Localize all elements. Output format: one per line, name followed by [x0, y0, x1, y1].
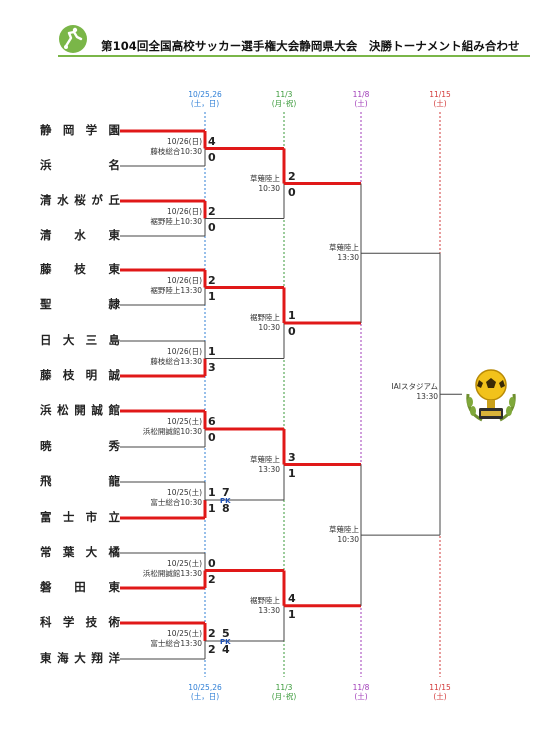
match-date: 10/25(土)	[167, 629, 202, 638]
match-time: 10:30	[258, 323, 280, 332]
team-name: 暁秀	[40, 439, 120, 453]
match-venue: 草薙陸上	[329, 525, 359, 535]
score-top: 2	[208, 627, 216, 640]
score-top: 6	[208, 415, 216, 428]
team-name: 富士市立	[40, 510, 120, 524]
score-bottom: 1	[288, 607, 296, 621]
match-time: 10:30	[337, 535, 359, 545]
match-venue: 草薙陸上	[250, 173, 280, 183]
match-time: 13:30	[258, 605, 280, 615]
score-bottom: 0	[208, 431, 216, 444]
header: 第104回全国高校サッカー選手権大会静岡県大会 決勝トーナメント組み合わせ	[0, 0, 550, 62]
score-bottom: 1	[288, 466, 296, 480]
team-name: 藤枝東	[40, 262, 120, 276]
round-date-sub: (月･祝)	[271, 692, 297, 701]
team-name: 日大三島	[40, 333, 120, 347]
round-date-sub: (土)	[354, 692, 368, 701]
score-bottom: 2	[208, 643, 216, 656]
score-top: 1	[208, 344, 216, 358]
match-time: 13:30	[337, 253, 359, 263]
round-date-sub: (月･祝)	[271, 99, 297, 108]
soccer-player-icon	[59, 25, 87, 53]
score-top: 2	[208, 273, 216, 287]
score-bottom: 3	[208, 360, 216, 374]
round-date-sub: (土)	[354, 99, 368, 108]
round-date: 10/25,26	[188, 683, 222, 692]
team-name: 飛龍	[40, 474, 120, 488]
match-date: 10/26(日)	[167, 206, 202, 216]
page-title: 第104回全国高校サッカー選手権大会静岡県大会 決勝トーナメント組み合わせ	[101, 39, 520, 53]
score-bottom: 1	[208, 289, 216, 303]
pk-label: PK	[220, 497, 231, 505]
team-name: 常葉大橘	[40, 545, 120, 559]
round-date: 11/15	[429, 683, 451, 692]
round-date: 11/3	[275, 90, 293, 99]
score-bottom: 0	[288, 185, 296, 199]
team-name: 科学技術	[40, 615, 120, 629]
round-date-sub: (土)	[433, 99, 447, 108]
final-venue: IAIスタジアム	[391, 382, 438, 392]
match-date: 10/26(日)	[167, 275, 202, 285]
trophy-icon	[466, 369, 516, 422]
pk-score-bottom: 8	[222, 502, 230, 515]
round-date: 11/8	[352, 90, 370, 99]
round-date-sub: (土，日)	[190, 99, 220, 108]
round-date-sub: (土)	[433, 692, 447, 701]
match-venue: 富士総合13:30	[150, 639, 202, 648]
title-underline	[58, 55, 530, 57]
match-date: 10/25(土)	[167, 488, 202, 497]
score-top: 1	[288, 309, 296, 322]
score-bottom: 0	[208, 150, 216, 164]
score-bottom: 0	[208, 220, 216, 234]
team-name: 磐田東	[40, 580, 120, 594]
score-top: 3	[288, 450, 296, 464]
round-date: 11/8	[352, 683, 370, 692]
score-bottom: 0	[288, 325, 296, 338]
match-venue: 浜松開誠館10:30	[142, 427, 202, 436]
round-date-sub: (土，日)	[190, 692, 220, 701]
pk-score-top: 5	[222, 627, 230, 640]
match-time: 13:30	[258, 464, 280, 474]
match-venue: 富士総合10:30	[150, 498, 202, 507]
team-name: 浜松開誠館	[40, 403, 120, 417]
round-date: 11/15	[429, 90, 451, 99]
match-date: 10/25(土)	[167, 558, 202, 568]
match-venue: 浜松開誠館13:30	[142, 568, 202, 578]
team-name: 藤枝明誠	[40, 368, 120, 382]
match-venue: 裾野陸上	[250, 313, 280, 322]
team-name: 清水桜が丘	[40, 193, 120, 207]
match-venue: 裾野陸上13:30	[150, 285, 202, 295]
score-top: 0	[208, 556, 216, 570]
team-name: 静岡学園	[40, 123, 120, 137]
team-name: 東海大翔洋	[40, 651, 120, 665]
pk-score-bottom: 4	[222, 643, 230, 656]
match-date: 10/26(日)	[167, 136, 202, 146]
team-name: 清水東	[40, 228, 120, 242]
score-top: 4	[288, 591, 296, 605]
match-date: 10/25(土)	[167, 417, 202, 426]
match-venue: 藤枝総合13:30	[150, 356, 202, 366]
match-venue: 草薙陸上	[329, 243, 359, 253]
score-bottom: 1	[208, 502, 216, 515]
score-bottom: 2	[208, 572, 216, 586]
score-top: 4	[208, 134, 216, 148]
match-venue: 草薙陸上	[250, 454, 280, 464]
match-date: 10/26(日)	[167, 346, 202, 356]
pk-score-top: 7	[222, 486, 230, 499]
team-name: 聖隷	[40, 297, 120, 311]
round-date: 10/25,26	[188, 90, 222, 99]
match-venue: 藤枝総合10:30	[150, 146, 202, 156]
pk-label: PK	[220, 638, 231, 646]
match-time: 10:30	[258, 183, 280, 193]
team-name: 浜名	[40, 158, 120, 172]
score-top: 1	[208, 486, 216, 499]
round-date: 11/3	[275, 683, 293, 692]
match-venue: 裾野陸上	[250, 595, 280, 605]
final-time: 13:30	[416, 392, 438, 402]
score-top: 2	[208, 204, 216, 218]
match-venue: 裾野陸上10:30	[150, 216, 202, 226]
score-top: 2	[288, 169, 296, 183]
